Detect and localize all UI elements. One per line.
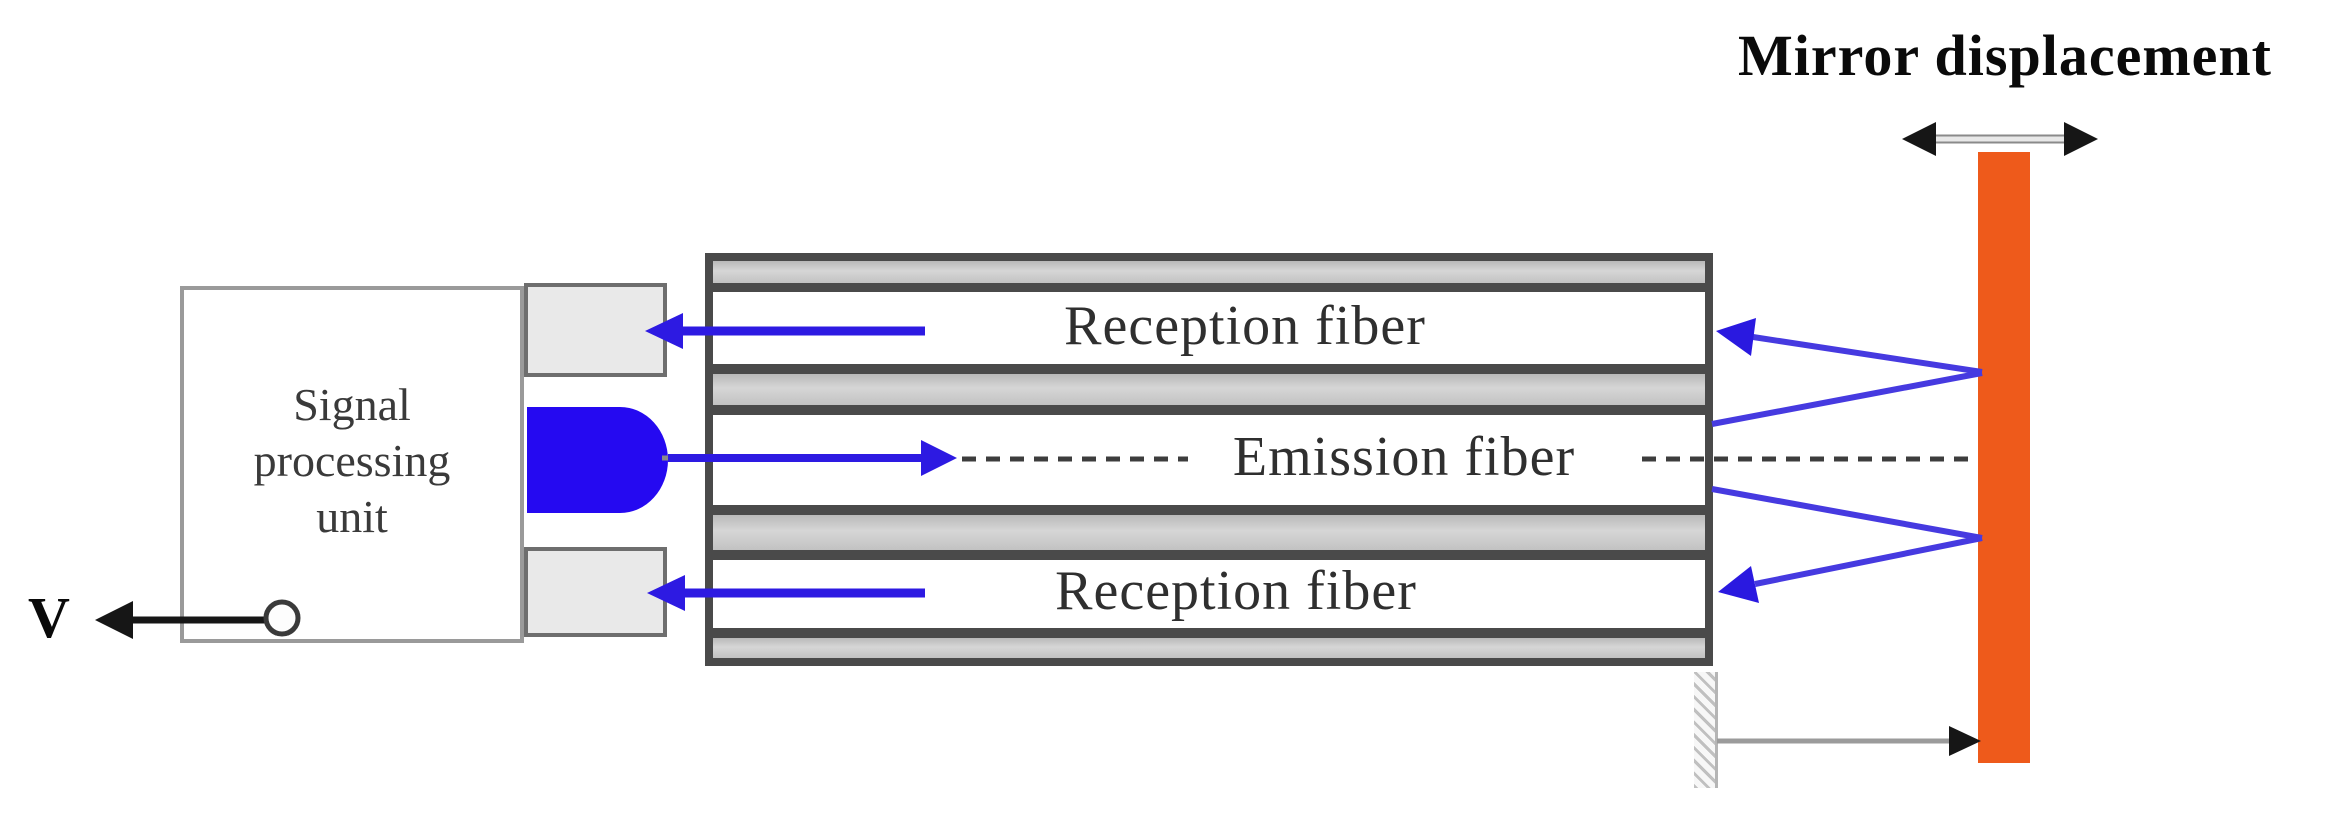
signal-processing-unit-box: Signal processing unit — [180, 286, 524, 643]
voltage-output-label: V — [28, 585, 70, 650]
reception-bottom-arrowhead-icon — [647, 575, 685, 611]
bundle-cladding-band — [713, 515, 1705, 550]
ray-bottom-arrowhead-icon — [1718, 566, 1759, 603]
bundle-separator — [713, 364, 1705, 374]
emission-arrowhead-icon — [921, 440, 957, 476]
mirror-motion-right-arrowhead-icon — [2064, 122, 2098, 156]
ray-top-reflected — [1752, 334, 1983, 375]
reception-top-arrowhead-icon — [645, 313, 683, 349]
voltage-output-arrowhead-icon — [95, 601, 133, 639]
bundle-separator — [713, 505, 1705, 515]
bundle-cladding-band — [713, 638, 1705, 658]
ray-top-outgoing — [1711, 370, 1983, 427]
bundle-separator — [713, 550, 1705, 560]
ray-bottom-outgoing — [1711, 486, 1983, 541]
bundle-separator — [713, 283, 1705, 292]
ray-bottom-reflected — [1754, 535, 1983, 587]
signal-processing-unit-label: Signal processing unit — [253, 378, 451, 542]
mirror — [1978, 152, 2030, 763]
mirror-displacement-title: Mirror displacement — [1738, 23, 2272, 88]
ray-top-arrowhead-icon — [1716, 318, 1756, 356]
bundle-cladding-band — [713, 261, 1705, 283]
displacement-measure-arrowhead-icon — [1949, 726, 1981, 756]
output-terminal-circle — [263, 599, 301, 637]
mirror-motion-left-arrowhead-icon — [1902, 122, 1936, 156]
reception-fiber-bottom-label: Reception fiber — [1055, 560, 1417, 622]
fixed-reference-wall — [1694, 672, 1718, 788]
bundle-separator — [713, 405, 1705, 415]
emission-fiber-label: Emission fiber — [1232, 426, 1576, 488]
bundle-separator — [713, 628, 1705, 638]
emission-led — [527, 407, 668, 513]
reception-connector-top — [524, 283, 667, 377]
reception-fiber-top-label: Reception fiber — [1064, 295, 1426, 357]
bundle-cladding-band — [713, 374, 1705, 405]
